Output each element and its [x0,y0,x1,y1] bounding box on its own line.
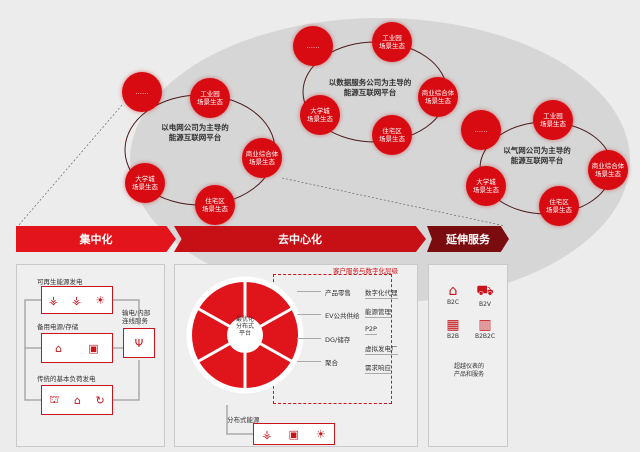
platform-title: 以数据服务公司为主导的 能源互联网平台 [328,78,412,97]
transmission-label: 输电/内部 连线服务 [122,309,151,325]
digital-service-item: 虚拟发电厂 [365,345,398,355]
arrow [297,338,321,339]
renewable-label: 可再生能源发电 [37,278,83,286]
service-item: 聚合 [325,359,338,367]
scene-node: 工业园 场景生态 [190,78,230,118]
solar-panel-icon: ☀ [95,293,106,307]
business-model-label: B2C [446,299,460,306]
scene-node: 住宅区 场景生态 [539,186,579,226]
business-model: ▦B2B [441,317,465,340]
scene-node: 住宅区 场景生态 [195,185,235,225]
wind-turbine-icon: ⚶ [262,427,272,441]
building-icon: ▥ [478,317,492,333]
arrow [297,291,321,292]
scene-node: …… [122,72,162,112]
distributed-icons: ⚶ ▣ ☀ [253,423,335,445]
business-model-label: B2B [446,333,460,340]
wind-turbine-icon: ⚶ [72,293,82,307]
wind-turbine-icon: ⚶ [48,293,59,307]
platform-title: 以气网公司为主导的 能源互联网平台 [503,146,571,165]
factory-icon: ⌂ [55,341,63,355]
traditional-icons: ⛫ ⌂ ↻ [41,385,113,415]
layer-title: 客户服务与数字化层级 [333,267,398,275]
banner-extended: 延伸服务 [427,226,509,252]
scene-node: 大学城 场景生态 [300,95,340,135]
scene-node: …… [293,26,333,66]
business-model-label: B2V [478,301,492,308]
battery-icon: ▣ [288,427,299,441]
scene-node: 大学城 场景生态 [125,163,165,203]
scene-node: 商业综合体 场景生态 [242,138,282,178]
building-icon: ⌂ [448,283,458,299]
platform-background [130,18,630,303]
extended-panel: ⌂B2C ⛟ B2V ▦B2B ▥B2B2C 超越仪表的 产品和服务 [428,264,508,447]
optimization-wheel [186,276,304,394]
building-icon: ⛟ [476,283,494,299]
scene-node: 商业综合体 场景生态 [588,150,628,190]
business-model-label: B2B2C [474,333,496,340]
digital-service-item: 需求响应 [365,364,391,374]
scene-node: 工业园 场景生态 [533,100,573,140]
flow-arrows [24,299,140,401]
scene-node: …… [461,110,501,150]
centralized-panel: 可再生能源发电 ⚶⚶☀ 备用电源/存储 ⌂▣ 传统的基本负荷发电 ⛫⌂↻ 输电/… [16,264,165,447]
renewable-icons: ⚶ ⚶ ☀ [41,286,113,314]
banner-label: 去中心化 [278,233,322,246]
banner-decentralized: 去中心化 [174,226,426,252]
backup-label: 备用电源/存储 [37,323,79,331]
platform-title: 以电网公司为主导的 能源互联网平台 [161,123,229,142]
distributed-label: 分布式能源 [227,416,260,424]
banner-label: 集中化 [79,233,113,246]
factory-icon: ⌂ [73,393,81,407]
wheel-center-label: 最优化 分布式 平台 [235,316,254,337]
transmission-icon: Ψ [123,328,155,358]
service-item: DG/储存 [325,336,351,344]
scene-node: 商业综合体 场景生态 [418,77,458,117]
decentralized-panel: 客户服务与数字化层级 最优化 分布式 平台 产品零售 EV公共供给 DG/储存聚合 数… [174,264,418,447]
backup-icons: ⌂▣ [41,333,113,363]
arrow [297,314,321,315]
battery-icon: ▣ [88,341,99,355]
service-item: 产品零售 [325,289,351,297]
scene-node: 大学城 场景生态 [466,166,506,206]
digital-service-item: 能源管理 [365,308,391,318]
banner-label: 延伸服务 [446,233,490,246]
service-item: EV公共供给 [325,312,360,320]
traditional-label: 传统的基本负荷发电 [37,375,96,383]
cycle-icon: ↻ [95,393,105,407]
power-plant-icon: ⛫ [49,392,60,406]
scene-node: 住宅区 场景生态 [372,115,412,155]
digital-service-item: P2P [365,325,377,335]
business-model: ⌂B2C [441,283,465,306]
digital-service-item: 数字化代理 [365,289,398,299]
banner-centralized: 集中化 [16,226,176,252]
business-model: ⛟ B2V [473,283,497,308]
distributed-arrow [226,405,253,435]
business-model: ▥B2B2C [473,317,497,340]
arrow [297,361,321,362]
extended-caption: 超越仪表的 产品和服务 [453,363,484,378]
solar-panel-icon: ☀ [315,427,326,441]
building-icon: ▦ [446,317,460,333]
scene-node: 工业园 场景生态 [372,22,412,62]
